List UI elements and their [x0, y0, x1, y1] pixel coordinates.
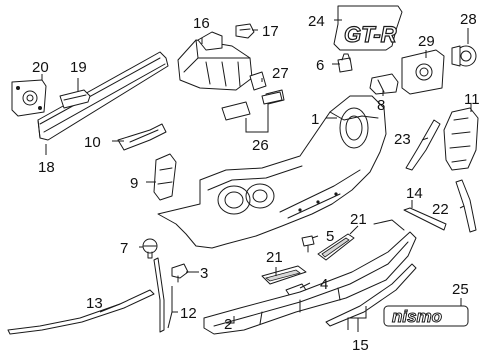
callout-16: 16 — [193, 15, 210, 32]
callout-26: 26 — [252, 137, 269, 154]
callout-10: 10 — [84, 134, 101, 151]
callout-18: 18 — [38, 159, 55, 176]
callout-21a: 21 — [266, 249, 283, 266]
part-23-side-molding — [405, 119, 441, 171]
callout-labels: 1 2 3 4 5 6 7 8 9 10 11 12 13 14 15 16 1… — [32, 11, 480, 354]
part-1-bumper-fascia — [157, 95, 387, 249]
nismo-badge-text: nismo — [392, 307, 442, 326]
part-15-lower-strip — [325, 263, 417, 327]
callout-5: 5 — [326, 228, 334, 245]
part-5-screw — [301, 235, 315, 253]
part-12-molding — [153, 257, 165, 333]
part-10-stay — [117, 123, 167, 151]
callout-15: 15 — [352, 337, 369, 354]
callout-19: 19 — [70, 59, 87, 76]
part-6-clip — [337, 53, 353, 73]
part-8-bracket — [369, 73, 399, 95]
callout-9: 9 — [130, 175, 138, 192]
part-26-pads — [221, 91, 283, 133]
callout-11: 11 — [464, 91, 480, 108]
part-28-sensor — [451, 45, 477, 67]
callout-22: 22 — [432, 201, 449, 218]
part-14-strip — [403, 207, 447, 231]
callout-6: 6 — [316, 57, 324, 74]
callout-13: 13 — [86, 295, 103, 312]
callout-17: 17 — [262, 23, 279, 40]
part-18-bumper-reinforcement — [37, 51, 169, 141]
callout-27: 27 — [272, 65, 289, 82]
part-9-bracket — [153, 153, 177, 201]
part-13-strip — [7, 289, 155, 335]
callout-24: 24 — [308, 13, 325, 30]
part-25-nismo-emblem: nismo — [383, 305, 469, 327]
callout-20: 20 — [32, 59, 49, 76]
part-3-clip — [171, 263, 189, 283]
callout-2: 2 — [224, 316, 232, 333]
callout-21b: 21 — [350, 211, 367, 228]
callout-23: 23 — [394, 131, 411, 148]
callout-29: 29 — [418, 33, 435, 50]
callout-4: 4 — [320, 276, 328, 293]
part-22-side-molding — [455, 179, 477, 233]
callout-28: 28 — [460, 11, 477, 28]
callout-25: 25 — [452, 281, 469, 298]
part-20-bracket — [11, 79, 47, 117]
gtr-badge-text: GT-R — [344, 22, 397, 47]
part-17-clip — [235, 23, 255, 39]
part-29-bracket — [401, 49, 445, 95]
part-24-gtr-emblem: GT-R — [333, 5, 403, 51]
callout-12: 12 — [180, 305, 197, 322]
part-7-clip — [142, 238, 158, 259]
callout-7: 7 — [120, 240, 128, 257]
part-21-reflector-left — [261, 265, 307, 285]
part-19-bracket — [59, 89, 91, 109]
part-11-side-bracket — [443, 107, 479, 171]
part-2-lower-diffuser — [203, 219, 417, 335]
part-21-reflector-right — [317, 233, 355, 261]
part-16-energy-absorber — [177, 31, 253, 91]
callout-8: 8 — [377, 97, 385, 114]
callout-1: 1 — [311, 111, 319, 128]
leader-lines — [41, 19, 472, 332]
callout-3: 3 — [200, 265, 208, 282]
callout-14: 14 — [406, 185, 423, 202]
